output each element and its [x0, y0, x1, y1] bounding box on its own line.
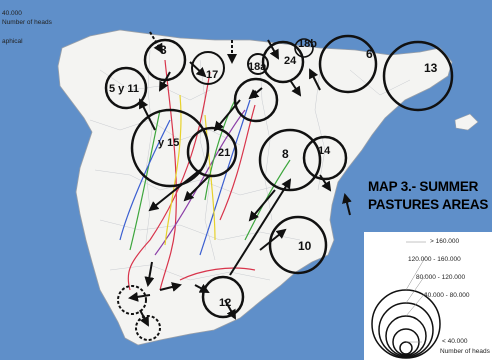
- pasture-label: 12: [219, 297, 231, 309]
- pasture-circle-24[interactable]: [261, 40, 305, 84]
- pasture-circle-15[interactable]: [130, 108, 210, 188]
- size-legend-label: < 40.000: [442, 338, 468, 345]
- pasture-circles: [104, 34, 454, 341]
- pasture-label: 18a: [248, 61, 267, 73]
- pasture-label: 21: [218, 147, 230, 159]
- size-legend-caption: Number of heads: [440, 348, 490, 355]
- pasture-label: 13: [424, 61, 438, 75]
- top-left-legend-label: Number of heads: [2, 19, 52, 26]
- pasture-circle-17[interactable]: [191, 51, 225, 85]
- pasture-label: 4: [251, 89, 258, 101]
- pasture-circle-13[interactable]: [382, 40, 454, 112]
- pasture-label: 24: [284, 55, 297, 67]
- size-legend-circles: [371, 241, 441, 359]
- pasture-circle-3[interactable]: [143, 38, 187, 82]
- map-title-line2: PASTURES AREAS: [368, 197, 489, 212]
- iberian-peninsula: [57, 29, 453, 346]
- pasture-label: 17: [206, 69, 218, 81]
- size-legend-label: 120.000 - 160.000: [408, 256, 461, 263]
- routes: [119, 59, 291, 291]
- pasture-circle-18a[interactable]: [247, 53, 269, 75]
- pasture-label: 10: [298, 239, 312, 253]
- pasture-circle-6[interactable]: [318, 34, 378, 94]
- island-east: [454, 113, 479, 131]
- size-legend-label: 40.000 - 80.000: [424, 292, 470, 299]
- pasture-labels: 3 5 y 11 17 18a 24 18b 6 13 4 y 15 21 8 …: [109, 38, 438, 309]
- pasture-circle-dashed-sw: [117, 285, 147, 315]
- pasture-circle-21[interactable]: [186, 126, 238, 178]
- size-legend-label: > 160.000: [430, 238, 460, 245]
- pasture-circle-8[interactable]: [258, 128, 322, 192]
- pasture-circle-14[interactable]: [302, 135, 348, 181]
- top-left-legend-value: 40.000: [2, 10, 22, 17]
- pasture-circle-dashed-s: [135, 315, 161, 341]
- pasture-circle-18b[interactable]: [294, 38, 314, 58]
- pasture-circle-12[interactable]: [201, 275, 245, 319]
- pasture-circle-4[interactable]: [233, 77, 279, 123]
- pasture-label: 8: [282, 147, 289, 161]
- size-legend: > 160.000 120.000 - 160.000 80.000 - 120…: [364, 232, 492, 360]
- pasture-label: 14: [318, 145, 331, 157]
- pasture-label: y 15: [158, 137, 179, 149]
- pasture-label: 6: [366, 47, 373, 61]
- pasture-label: 5 y 11: [109, 83, 139, 95]
- pasture-label: 18b: [298, 38, 317, 50]
- pasture-label: 3: [160, 43, 167, 57]
- map-title-line1: MAP 3.- SUMMER: [368, 179, 479, 194]
- size-legend-label: 80.000 - 120.000: [416, 274, 466, 281]
- pasture-circle-10[interactable]: [268, 215, 328, 275]
- top-left-legend-footnote: aphical: [2, 38, 23, 45]
- map-title: MAP 3.- SUMMER PASTURES AREAS: [368, 178, 492, 222]
- pasture-circle-5y11[interactable]: [104, 66, 148, 110]
